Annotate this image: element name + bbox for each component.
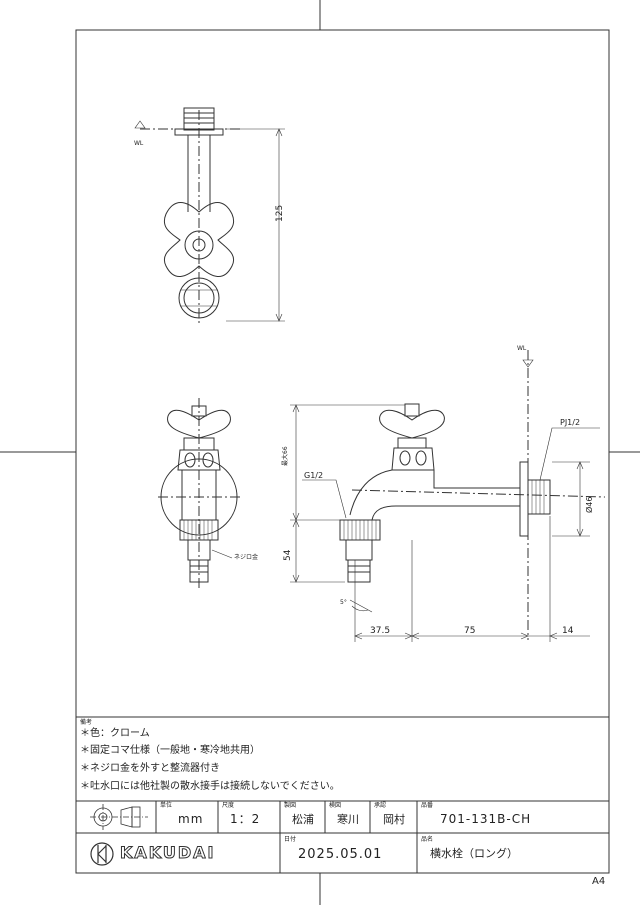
scale-value: 1：2 <box>230 812 261 826</box>
dimension-125: 125 <box>275 204 285 222</box>
checked-value: 寒川 <box>337 813 359 826</box>
note-line: ＊固定コマ仕様（一般地・寒冷地共用） <box>80 745 260 756</box>
checked-label: 検図 <box>329 802 342 809</box>
part-number: 701-131B-CH <box>440 812 532 826</box>
name-label: 品名 <box>421 836 434 843</box>
wl-label-side: WL <box>517 345 527 352</box>
drawn-value: 松浦 <box>292 813 314 826</box>
approved-label: 承認 <box>374 802 387 809</box>
sheet-size: A4 <box>592 876 606 887</box>
dimension-14: 14 <box>562 626 574 636</box>
date-value: 2025.05.01 <box>298 847 383 862</box>
pj-label: PJ1/2 <box>560 418 581 427</box>
dimension-5deg: 5° <box>340 599 347 606</box>
notes-heading: 備考 <box>80 719 93 726</box>
wl-label-top: WL <box>134 140 144 147</box>
unit-label: 単位 <box>160 802 173 809</box>
product-name: 横水栓（ロング） <box>430 847 518 860</box>
note-line: ＊色：クローム <box>80 728 150 739</box>
dimension-46: Ø46 <box>585 496 594 513</box>
note-line: ＊ネジロ金を外すと整流器付き <box>80 763 220 774</box>
scale-label: 尺度 <box>222 802 235 809</box>
g-label: G1/2 <box>304 471 324 480</box>
approved-value: 岡村 <box>383 813 405 826</box>
front-view <box>158 398 240 590</box>
date-label: 日付 <box>284 836 297 843</box>
top-view <box>134 107 285 325</box>
dimension-37-5: 37.5 <box>370 626 391 636</box>
dimension-66: 最大66 <box>282 446 289 466</box>
unit-value: mm <box>178 812 204 826</box>
nejiro-label: ネジロ金 <box>234 554 259 561</box>
drawn-label: 製図 <box>284 802 297 809</box>
side-view <box>339 350 606 640</box>
brand-name: KAKUDAI <box>120 843 216 862</box>
title-block <box>76 716 609 873</box>
partno-label: 品番 <box>421 802 434 809</box>
third-angle-projection-icon <box>90 804 148 830</box>
kakudai-logo-icon <box>90 842 114 866</box>
dimension-54: 54 <box>283 549 293 561</box>
dimension-75: 75 <box>464 626 476 636</box>
note-line: ＊吐水口には他社製の散水接手は接続しないでください。 <box>80 781 340 792</box>
